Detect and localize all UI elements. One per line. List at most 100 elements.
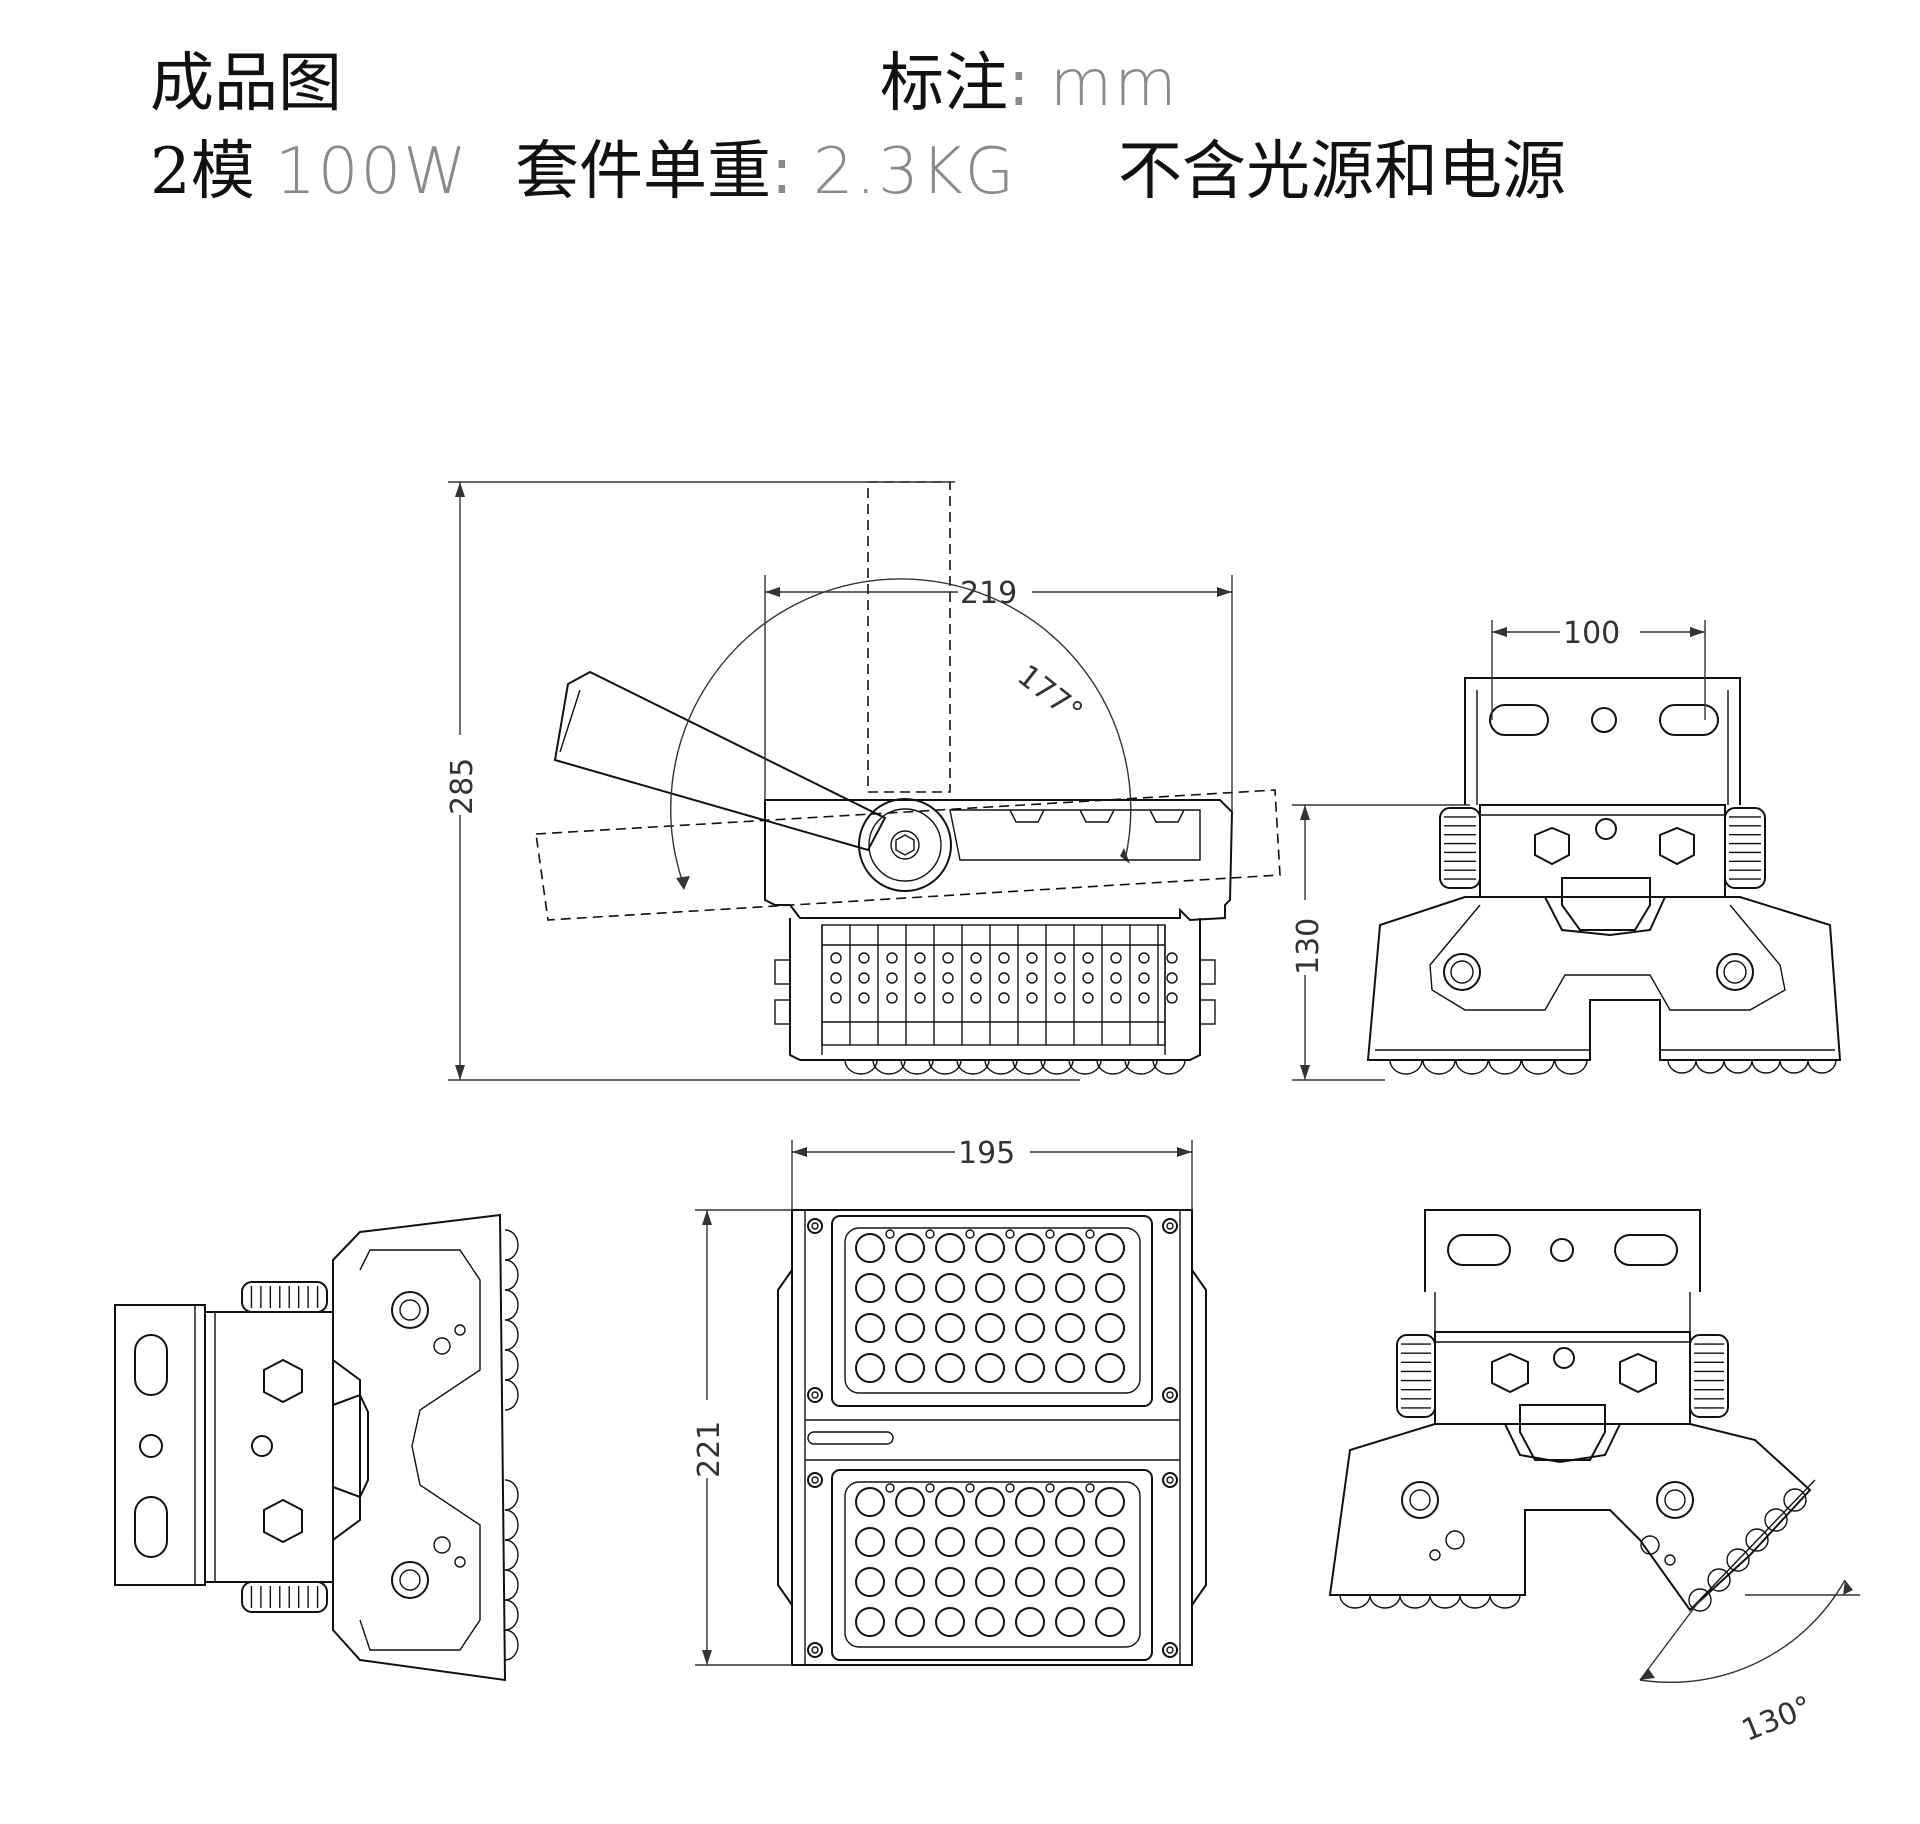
terminal-screw xyxy=(998,972,1010,984)
tilt-bolt-left xyxy=(1401,1481,1439,1519)
terminal-screw xyxy=(1026,972,1038,984)
led xyxy=(895,1313,925,1343)
side-bolt-bottom-inner xyxy=(399,1569,421,1591)
terminal-screw xyxy=(858,972,870,984)
bracket-tilted xyxy=(553,670,887,852)
led xyxy=(855,1353,885,1383)
side-bolt-left-1 xyxy=(774,959,791,985)
lens-bump xyxy=(1745,1528,1769,1552)
side-bolt-bottom xyxy=(391,1561,429,1599)
lens-bump xyxy=(1667,1059,1697,1074)
front-width-label: 195 xyxy=(958,1136,1015,1171)
led xyxy=(935,1273,965,1303)
led xyxy=(895,1607,925,1637)
tilt-bolt-right xyxy=(1656,1481,1694,1519)
bolt-left-inner xyxy=(1450,960,1474,984)
led xyxy=(1095,1487,1125,1517)
tilt-angle-arc xyxy=(1639,1579,1846,1683)
lens-bump xyxy=(956,1059,990,1075)
led xyxy=(1095,1567,1125,1597)
screw-inner xyxy=(811,1646,819,1654)
bolt-left xyxy=(1443,953,1481,991)
bracket-end xyxy=(559,689,581,753)
lens-bump xyxy=(1429,1594,1461,1609)
lens-bump xyxy=(1124,1059,1158,1075)
led xyxy=(975,1527,1005,1557)
led xyxy=(935,1353,965,1383)
tilt-mount-plate xyxy=(1424,1209,1701,1292)
side-bolt-top-inner xyxy=(399,1299,421,1321)
arrow-219-left xyxy=(765,587,780,597)
side-elevation-view: 177° xyxy=(445,481,1281,1081)
lens-bump xyxy=(504,1319,519,1351)
tilt-clamp-hole xyxy=(1553,1347,1575,1369)
wall-slot-bottom xyxy=(134,1496,168,1558)
terminal-screw xyxy=(1082,972,1094,984)
terminal-screw xyxy=(1110,972,1122,984)
led xyxy=(895,1527,925,1557)
tilted-end-view: 130° xyxy=(1328,1209,1860,1749)
screw-inner xyxy=(811,1476,819,1484)
tilt-small-hole-3 xyxy=(1640,1535,1660,1555)
lens-bump xyxy=(504,1349,519,1381)
led xyxy=(1055,1527,1085,1557)
led-marker xyxy=(885,1483,895,1493)
width-top-label: 219 xyxy=(960,576,1017,611)
led xyxy=(1055,1313,1085,1343)
front-height-label: 221 xyxy=(692,1421,727,1478)
lens-bump xyxy=(872,1059,906,1075)
pivot-bolt xyxy=(890,830,920,860)
led xyxy=(855,1607,885,1637)
terminal-screw xyxy=(1138,972,1150,984)
lens-bump xyxy=(1554,1059,1588,1075)
led-marker xyxy=(1085,1483,1095,1493)
screw-inner xyxy=(1166,1476,1174,1484)
screw xyxy=(807,1472,823,1488)
side-height-label: 130 xyxy=(1291,918,1326,975)
led xyxy=(975,1487,1005,1517)
led xyxy=(975,1607,1005,1637)
led xyxy=(1015,1233,1045,1263)
housing-top xyxy=(764,799,1234,922)
screw xyxy=(1162,1642,1178,1658)
led xyxy=(935,1233,965,1263)
screw xyxy=(1162,1472,1178,1488)
bolt-right xyxy=(1716,953,1754,991)
terminal-screw xyxy=(1166,972,1178,984)
led xyxy=(855,1273,885,1303)
tilt-slot-left xyxy=(1447,1234,1511,1266)
arrow-221-bottom xyxy=(702,1650,712,1665)
weight-colon: : xyxy=(771,135,793,209)
mount-slot-right xyxy=(1659,704,1719,736)
led xyxy=(895,1487,925,1517)
led xyxy=(895,1233,925,1263)
terminal-screw xyxy=(858,952,870,964)
screw-inner xyxy=(811,1391,819,1399)
led xyxy=(975,1273,1005,1303)
wall-slot-top xyxy=(134,1334,168,1396)
lens-bump xyxy=(1723,1059,1753,1074)
mount-slot-left xyxy=(1489,704,1549,736)
terminal-screw xyxy=(886,952,898,964)
lens-bump xyxy=(504,1379,519,1411)
screw-inner xyxy=(1166,1391,1174,1399)
mount-hole-center xyxy=(1591,707,1617,733)
lens-bump xyxy=(1521,1059,1555,1075)
terminal-screw xyxy=(1026,952,1038,964)
tilt-slot-right xyxy=(1614,1234,1678,1266)
side-housing xyxy=(332,1213,507,1682)
screw xyxy=(1162,1218,1178,1234)
terminal-screw xyxy=(970,972,982,984)
led-marker xyxy=(965,1483,975,1493)
lens-bump xyxy=(1707,1568,1731,1592)
led xyxy=(855,1567,885,1597)
module-label: 2模 xyxy=(150,135,255,209)
hex-nut-left xyxy=(1534,826,1570,866)
led xyxy=(1015,1487,1045,1517)
led xyxy=(935,1487,965,1517)
lens-bump xyxy=(1068,1059,1102,1075)
arrow-285-top xyxy=(455,482,465,497)
terminal-screw xyxy=(886,992,898,1004)
arrow-285-bottom xyxy=(455,1065,465,1080)
arrow-100-left xyxy=(1492,627,1507,637)
